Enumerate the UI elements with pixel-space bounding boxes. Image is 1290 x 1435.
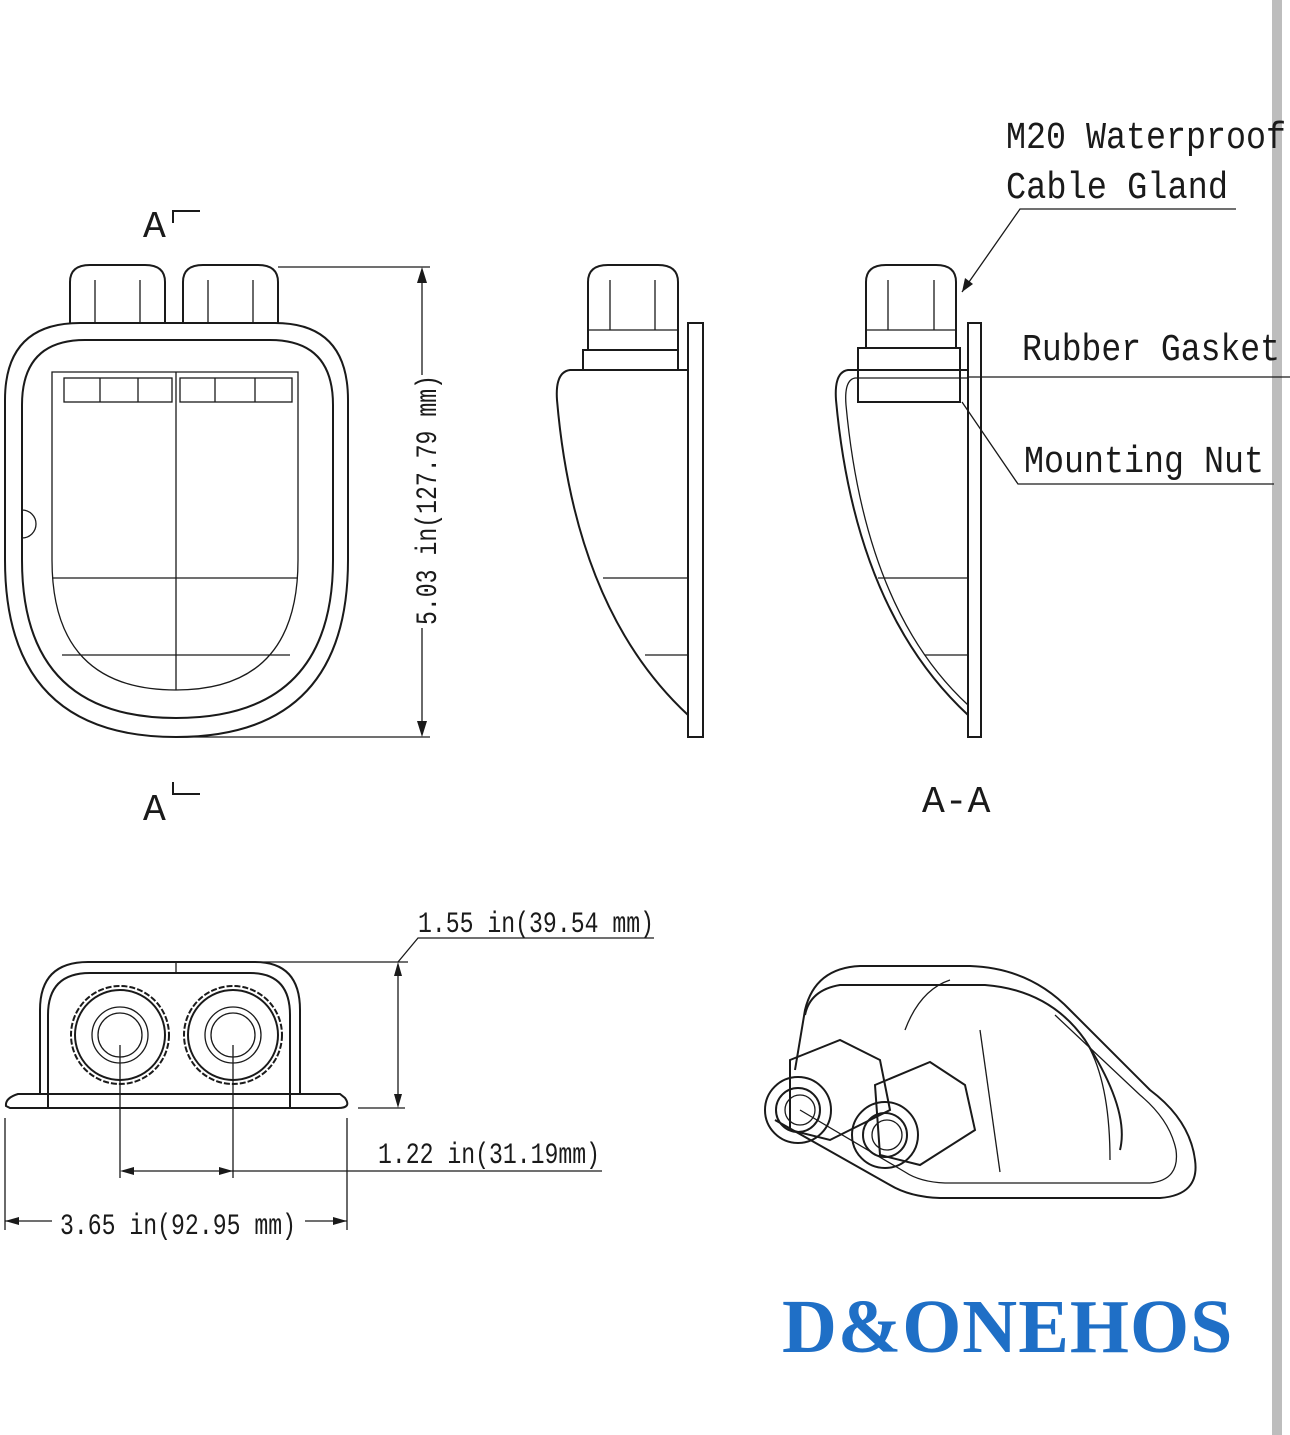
gland-spacing-dimension: 1.22 in(31.19mm)	[378, 1139, 600, 1173]
cable-gland-label-line2: Cable Gland	[1006, 167, 1228, 210]
brand-logo: D&ONEHOS	[782, 1285, 1234, 1369]
rubber-gasket-label: Rubber Gasket	[1022, 329, 1280, 372]
mounting-nut-label: Mounting Nut	[1024, 441, 1264, 484]
width-dimension: 3.65 in(92.95 mm)	[60, 1210, 296, 1244]
bottom-view: 1.22 in(31.19mm) 1.55 in(39.54 mm) 3.65 …	[4, 908, 654, 1244]
isometric-view	[764, 965, 1197, 1199]
section-title: A-A	[922, 781, 991, 824]
section-mark-bottom: A	[143, 789, 166, 832]
side-view	[555, 264, 704, 738]
depth-dimension: 1.55 in(39.54 mm)	[418, 908, 654, 942]
front-view: 5.03 in(127.79 mm) A A	[4, 206, 446, 832]
right-edge-bar	[1272, 0, 1282, 1435]
section-mark-top: A	[143, 206, 166, 249]
height-dimension: 5.03 in(127.79 mm)	[412, 375, 446, 625]
cable-gland-label-line1: M20 Waterproof	[1006, 117, 1286, 160]
section-view: A-A M20 Waterproof Cable Gland Rubber Ga…	[834, 117, 1290, 824]
